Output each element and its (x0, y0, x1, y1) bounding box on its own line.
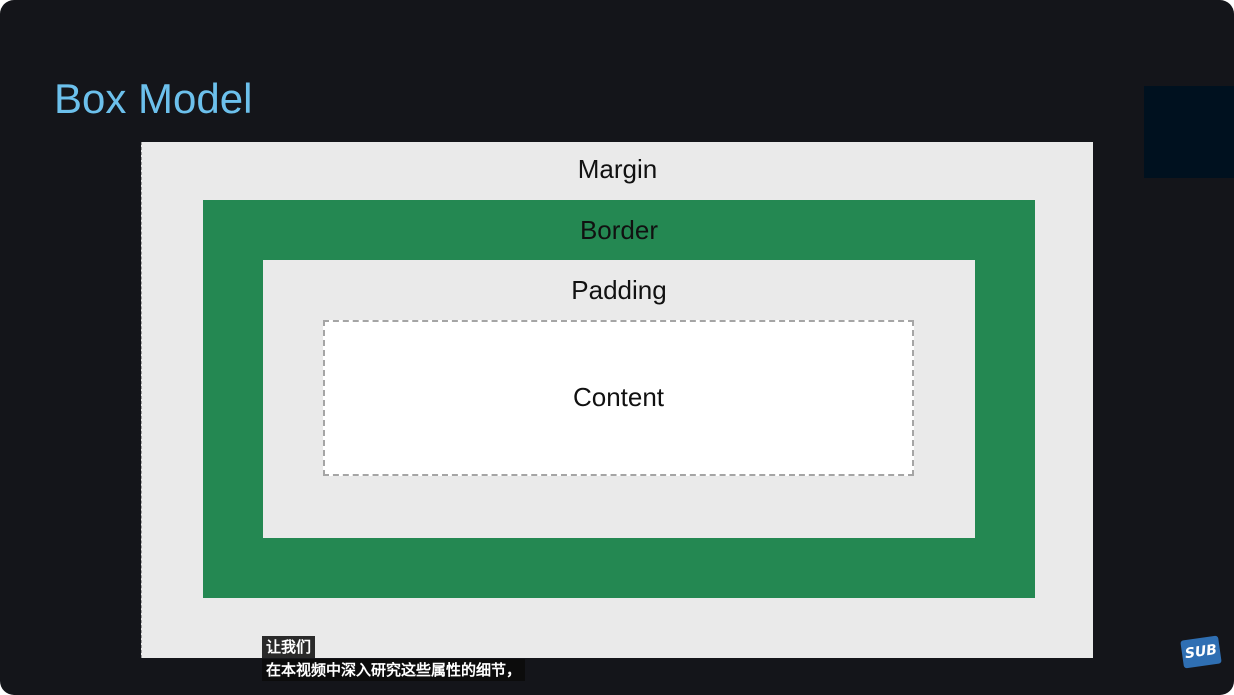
caption-line-2: 在本视频中深入研究这些属性的细节， (262, 659, 526, 681)
caption-line-1: 让我们 (262, 636, 316, 658)
slide-title: Box Model (54, 75, 253, 122)
padding-label: Padding (571, 275, 667, 305)
border-box: Border Padding Content (203, 200, 1035, 598)
margin-box: Margin Border Padding Content (141, 142, 1093, 658)
margin-label: Margin (577, 154, 658, 184)
border-label: Border (579, 215, 659, 245)
side-panel (1144, 86, 1234, 178)
subtitles-icon[interactable]: SUB (1180, 635, 1222, 669)
padding-box: Padding Content (263, 260, 975, 538)
content-box: Content (323, 320, 914, 476)
content-label: Content (572, 382, 665, 412)
